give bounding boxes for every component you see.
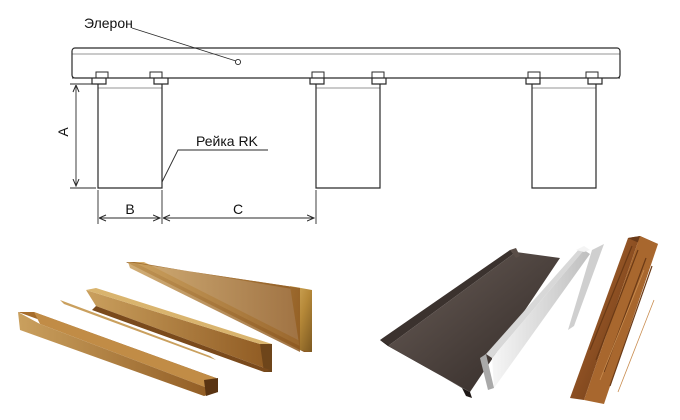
dimension-a [70, 83, 96, 189]
dimension-b-c [97, 190, 317, 224]
dimension-a-label: A [55, 127, 71, 137]
rail-section-2 [309, 78, 387, 189]
dimension-b-label: B [125, 201, 134, 217]
copper-rail-back [126, 262, 312, 352]
rail-label: Рейка RK [196, 133, 259, 149]
technical-drawing [70, 27, 621, 224]
rail-section-3 [525, 78, 603, 189]
aileron-carrier-bar [71, 47, 621, 79]
photo-left-copper-rails [18, 262, 312, 396]
callout-leaders [131, 27, 268, 183]
copper-rail-front [18, 300, 218, 396]
rail-dark-brown [380, 248, 560, 398]
rail-section-1 [91, 78, 169, 189]
photo-right-finished-rails [380, 236, 658, 404]
rail-wood [570, 236, 658, 404]
aileron-label: Элерон [84, 15, 133, 31]
copper-rail-middle [86, 288, 272, 372]
rail-white [480, 244, 604, 390]
dimension-c-label: C [233, 201, 243, 217]
